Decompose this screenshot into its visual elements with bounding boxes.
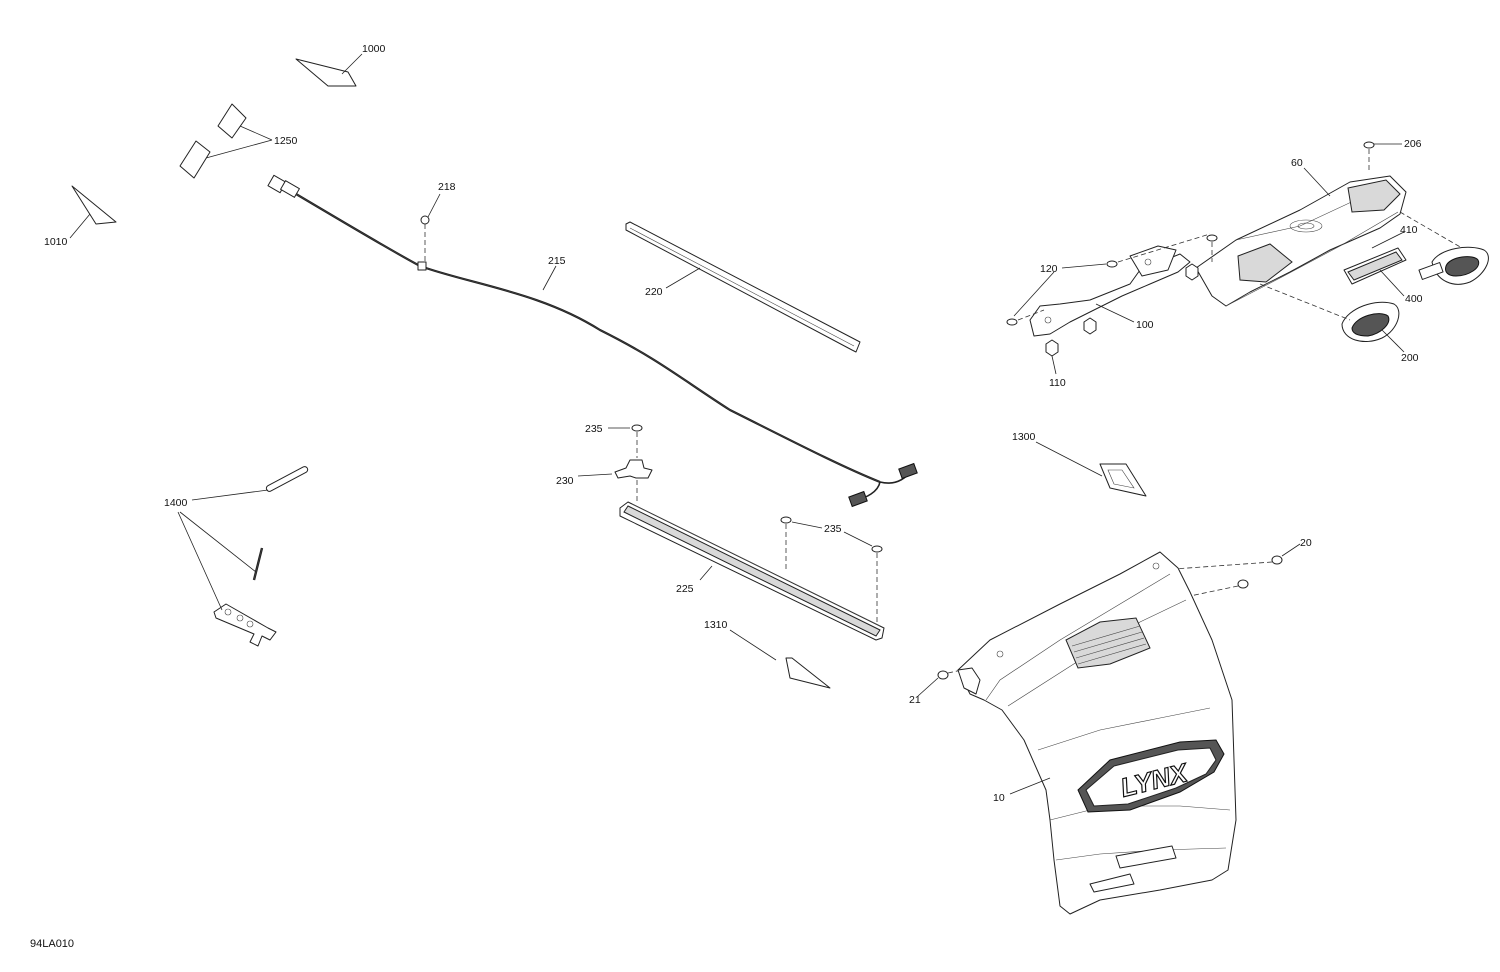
screw-235-lower[interactable]: 235	[780, 516, 883, 622]
callout-1310: 1310	[704, 619, 728, 631]
callout-100: 100	[1136, 319, 1154, 331]
reflector-400[interactable]: 400	[1343, 247, 1423, 305]
callout-110: 110	[1049, 377, 1066, 389]
callout-225: 225	[676, 583, 694, 595]
screw-218[interactable]: 218	[420, 181, 456, 262]
callout-120: 120	[1040, 263, 1058, 275]
callout-230: 230	[556, 475, 574, 487]
panel-10[interactable]: LYNX 10	[957, 551, 1237, 915]
callout-1250: 1250	[274, 135, 298, 147]
washer-120[interactable]: 120	[1006, 233, 1211, 326]
light-200[interactable]: 200	[1259, 283, 1419, 364]
callout-21: 21	[909, 694, 921, 706]
decal-1010[interactable]: 1010	[44, 185, 117, 248]
trim-strip-220[interactable]: 220	[625, 221, 861, 353]
decal-1300[interactable]: 1300	[1012, 431, 1147, 497]
callout-220: 220	[645, 286, 663, 298]
rail-225[interactable]: 225	[619, 501, 885, 641]
decal-1310[interactable]: 1310	[704, 619, 831, 689]
nut-110[interactable]: 110	[1045, 234, 1218, 389]
callout-10: 10	[993, 792, 1005, 804]
decal-1000[interactable]: 1000	[295, 43, 386, 87]
callout-218: 218	[438, 181, 456, 193]
callout-1400: 1400	[164, 497, 188, 509]
callout-235-top: 235	[585, 423, 603, 435]
callout-1010: 1010	[44, 236, 68, 248]
callout-200: 200	[1401, 352, 1419, 364]
callout-1000: 1000	[362, 43, 386, 55]
washer-20[interactable]: 20	[1159, 537, 1312, 597]
screw-235-top[interactable]: 235	[585, 423, 643, 458]
callout-20: 20	[1300, 537, 1312, 549]
callout-235-lower: 235	[824, 523, 842, 535]
drawing-code: 94LA010	[30, 938, 75, 950]
light-410[interactable]: 410	[1371, 211, 1489, 285]
tail-light-assembly: 206 60 410 400	[1006, 138, 1489, 389]
callout-1300: 1300	[1012, 431, 1036, 443]
decal-1250[interactable]: 1250	[179, 103, 298, 179]
callout-206: 206	[1404, 138, 1422, 150]
bracket-230[interactable]: 230	[556, 459, 653, 504]
callout-410: 410	[1400, 224, 1418, 236]
washer-21[interactable]: 21	[909, 669, 963, 706]
callout-215: 215	[548, 255, 566, 267]
screw-206[interactable]: 206	[1363, 138, 1422, 172]
wiring-harness-215[interactable]: 215	[267, 174, 918, 508]
callout-400: 400	[1405, 293, 1423, 305]
callout-60: 60	[1291, 157, 1303, 169]
bracket-100[interactable]: 100	[1029, 245, 1191, 337]
housing-60[interactable]: 60	[1195, 157, 1407, 307]
tool-kit-1400[interactable]: 1400	[164, 466, 309, 647]
